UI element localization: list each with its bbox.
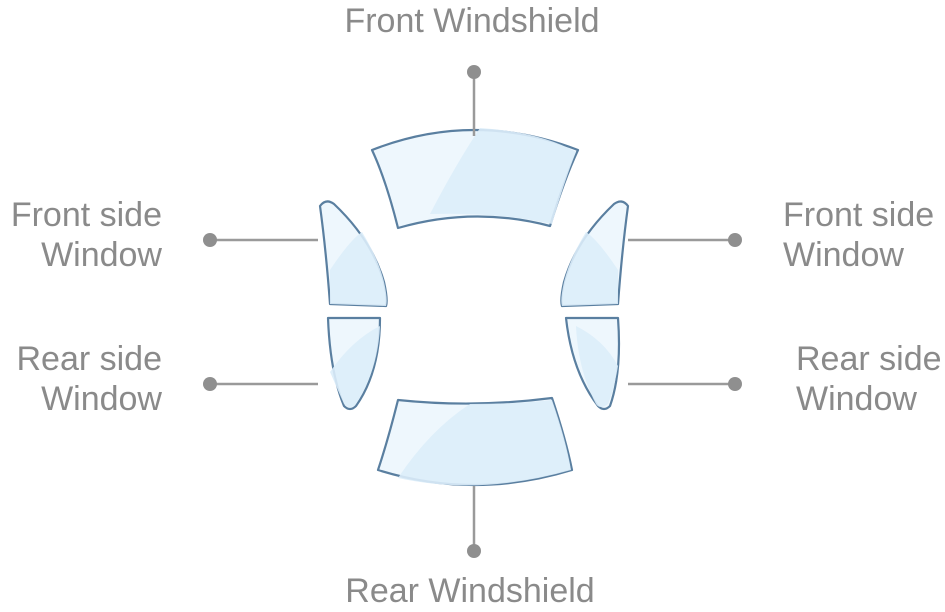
rear-side-left-dot — [203, 377, 217, 391]
front-side-right-label-line1: Front side — [783, 196, 934, 234]
front-windshield-dot — [467, 65, 481, 79]
rear-windshield-dot — [467, 544, 481, 558]
front-side-left-leader — [203, 233, 318, 247]
front-side-left-label-line1: Front side — [11, 196, 162, 234]
rear-side-right-dot — [728, 377, 742, 391]
rear-side-left-leader — [203, 377, 318, 391]
rear-windshield-glass — [376, 396, 574, 487]
rear-windshield-leader — [467, 486, 481, 558]
front-side-right-dot — [728, 233, 742, 247]
rear-side-right-label-line1: Rear side — [796, 340, 942, 378]
rear-side-left-label-line2: Window — [41, 380, 162, 418]
rear-side-left-label-line1: Rear side — [16, 340, 162, 378]
front-side-right-label-line2: Window — [783, 236, 904, 274]
front-windshield-glass — [370, 128, 580, 230]
rear-windshield-label: Rear Windshield — [345, 572, 594, 610]
rear-side-window-left-glass — [326, 316, 382, 411]
front-side-window-right-glass — [560, 200, 630, 308]
front-side-window-left-glass — [318, 200, 388, 308]
front-windshield-leader — [467, 65, 481, 136]
rear-side-right-label-line2: Window — [796, 380, 917, 418]
rear-side-window-right-glass — [564, 316, 621, 411]
front-side-left-label-line2: Window — [41, 236, 162, 274]
front-side-left-dot — [203, 233, 217, 247]
rear-side-right-leader — [628, 377, 742, 391]
front-side-right-leader — [628, 233, 742, 247]
front-windshield-label: Front Windshield — [344, 2, 599, 40]
